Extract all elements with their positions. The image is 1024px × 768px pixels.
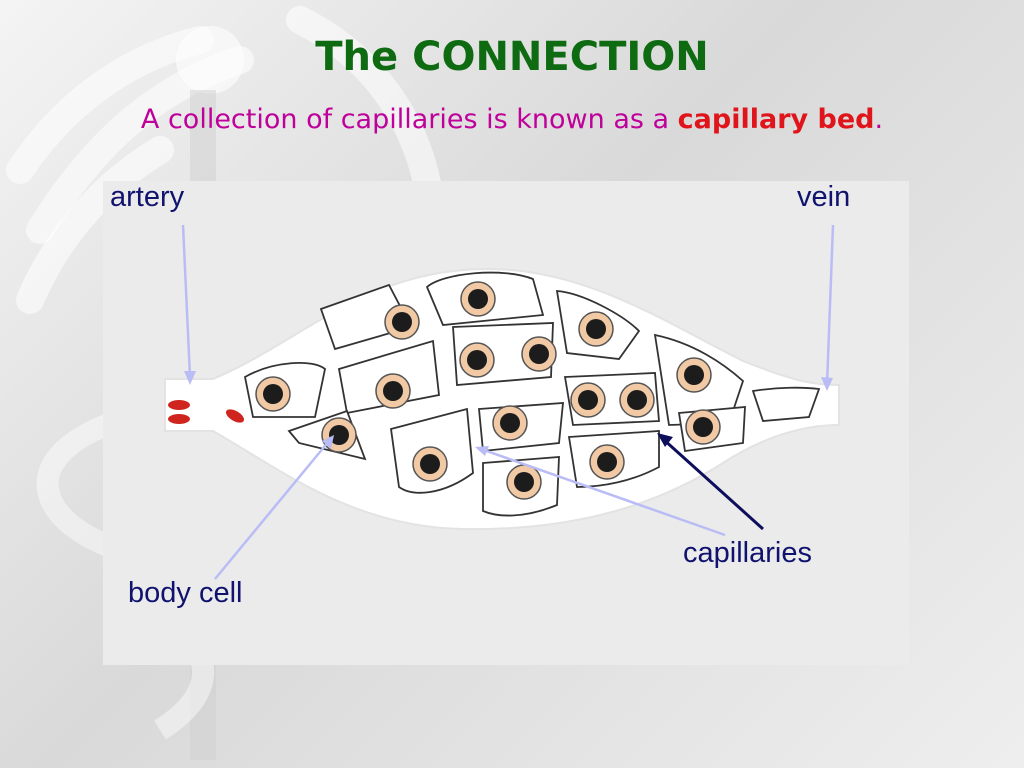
capillaries-arrowhead [657, 433, 673, 447]
subtitle-keyword: capillary bed [677, 104, 875, 135]
body-cell [492, 405, 528, 441]
vein-pointer [825, 224, 835, 386]
body-cell [685, 409, 721, 445]
red-blood-cell [168, 400, 190, 410]
body-cell [412, 446, 448, 482]
body-cell [521, 336, 557, 372]
label-capillaries: capillaries [683, 537, 812, 569]
body-cell [459, 342, 495, 378]
slide-subtitle: A collection of capillaries is known as … [0, 104, 1024, 135]
capillaries-pointer-light [480, 447, 726, 537]
slide-title: The CONNECTION [315, 34, 709, 80]
subtitle-suffix: . [874, 104, 884, 135]
body-cell-pointer [214, 440, 330, 580]
body-cell [321, 417, 357, 453]
capillaries-pointer-dark [661, 437, 765, 531]
red-blood-cell [168, 414, 190, 424]
body-cell [619, 382, 655, 418]
body-cell [506, 464, 542, 500]
artery-pointer [181, 224, 192, 378]
body-cell [589, 444, 625, 480]
diagram-panel: artery vein body cell capillaries [103, 181, 909, 665]
body-cell [375, 373, 411, 409]
pointer-lines [181, 224, 835, 580]
capillary-bed-diagram [164, 224, 840, 580]
body-cell [384, 304, 420, 340]
pointer-heads-light [184, 371, 833, 456]
body-cell [255, 376, 291, 412]
body-cell [676, 357, 712, 393]
body-cell [578, 311, 614, 347]
red-blood-cell [225, 409, 245, 423]
label-vein: vein [797, 181, 851, 213]
body-cells [255, 281, 721, 500]
label-body-cell: body cell [128, 577, 243, 609]
body-cell [460, 281, 496, 317]
label-artery: artery [110, 181, 185, 213]
subtitle-text: A collection of capillaries is known as … [140, 104, 678, 135]
body-cell [570, 382, 606, 418]
red-blood-cells [168, 400, 245, 424]
